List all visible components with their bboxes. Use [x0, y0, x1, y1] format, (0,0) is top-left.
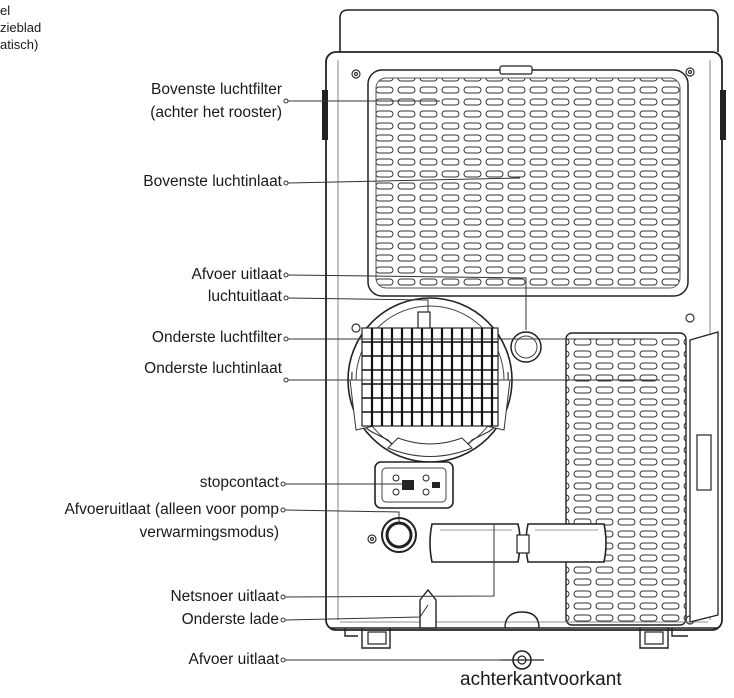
- label-bovenste-luchtfilter: Bovenste luchtfilter (achter het rooster…: [150, 81, 282, 121]
- corner-text-line-1: el: [0, 3, 11, 18]
- top-cap: [339, 9, 719, 52]
- label-afvoeruitlaat-pomp: Afvoeruitlaat (alleen voor pomp verwarmi…: [64, 501, 279, 541]
- label-onderste-lade: Onderste lade: [181, 611, 279, 628]
- label-bovenste-luchtinlaat: Bovenste luchtinlaat: [143, 173, 282, 190]
- caption: achterkantvoorkant: [460, 669, 622, 690]
- lower-grille: [565, 332, 687, 626]
- label-stopcontact: stopcontact: [199, 474, 279, 491]
- label-netsnoer-uitlaat: Netsnoer uitlaat: [170, 588, 279, 605]
- label-luchtuitlaat: luchtuitlaat: [207, 288, 282, 305]
- corner-text-line-3: atisch): [0, 37, 39, 52]
- label-onderste-luchtinlaat: Onderste luchtinlaat: [144, 360, 282, 377]
- corner-text: el zieblad atisch): [0, 2, 41, 53]
- label-afvoer-uitlaat-top: Afvoer uitlaat: [191, 266, 282, 283]
- socket-panel: [374, 461, 454, 509]
- corner-text-line-2: zieblad: [0, 20, 42, 35]
- label-onderste-luchtfilter: Onderste luchtfilter: [151, 329, 282, 346]
- power-cord-outlet: [429, 523, 607, 563]
- label-afvoer-uitlaat-bottom: Afvoer uitlaat: [188, 651, 279, 668]
